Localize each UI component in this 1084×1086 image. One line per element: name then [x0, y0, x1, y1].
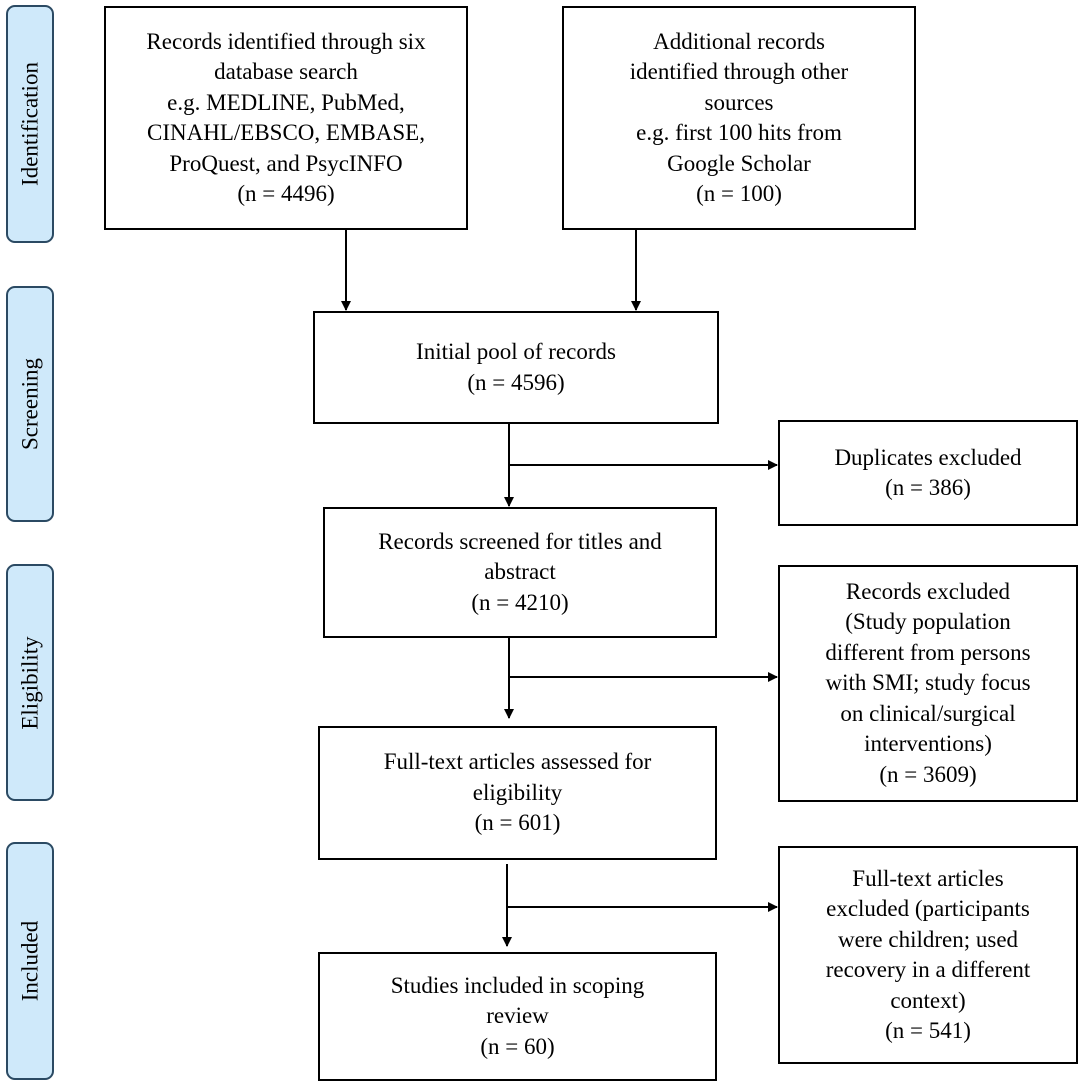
box-initial-pool: Initial pool of records (n = 4596)	[313, 311, 719, 424]
box-studies-included: Studies included in scoping review (n = …	[318, 952, 717, 1081]
box-records-excluded-text: Records excluded (Study population diffe…	[825, 578, 1031, 787]
box-studies-included-text: Studies included in scoping review (n = …	[390, 972, 645, 1059]
box-duplicates-excluded-text: Duplicates excluded (n = 386)	[834, 444, 1022, 501]
stage-screening: Screening	[6, 286, 54, 522]
box-other-sources: Additional records identified through ot…	[562, 6, 916, 230]
box-screened: Records screened for titles and abstract…	[323, 507, 717, 638]
stage-included: Included	[6, 842, 54, 1080]
box-full-text-assessed-text: Full-text articles assessed for eligibil…	[383, 749, 652, 836]
box-database-search-text: Records identified through six database …	[146, 28, 426, 207]
box-duplicates-excluded: Duplicates excluded (n = 386)	[778, 420, 1078, 526]
box-database-search: Records identified through six database …	[104, 6, 468, 230]
box-records-excluded: Records excluded (Study population diffe…	[778, 565, 1078, 802]
stage-identification: Identification	[6, 5, 54, 243]
box-full-text-excluded-text: Full-text articles excluded (participant…	[825, 865, 1031, 1044]
stage-eligibility: Eligibility	[6, 564, 54, 801]
box-initial-pool-text: Initial pool of records (n = 4596)	[416, 339, 616, 395]
box-screened-text: Records screened for titles and abstract…	[378, 528, 662, 615]
box-full-text-excluded: Full-text articles excluded (participant…	[778, 846, 1078, 1064]
box-full-text-assessed: Full-text articles assessed for eligibil…	[318, 726, 717, 860]
box-other-sources-text: Additional records identified through ot…	[629, 28, 849, 207]
